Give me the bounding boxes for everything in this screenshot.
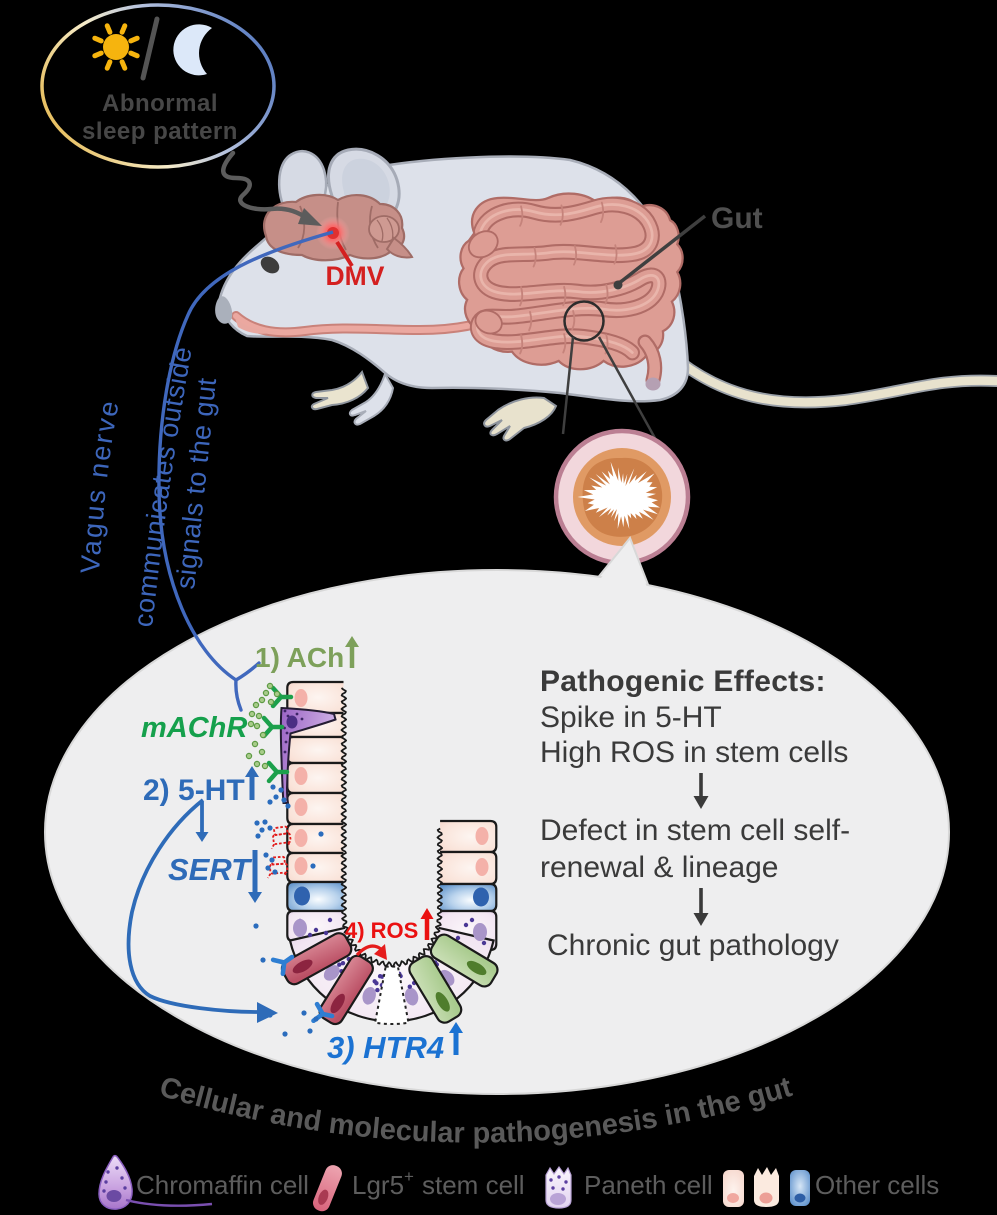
svg-text:High ROS in stem cells: High ROS in stem cells [540,736,848,769]
svg-text:+: + [404,1167,414,1186]
svg-text:DMV: DMV [326,261,385,291]
svg-text:Pathogenic Effects:: Pathogenic Effects: [540,665,826,698]
svg-text:Spike in 5-HT: Spike in 5-HT [540,701,722,734]
svg-text:Chromaffin cell: Chromaffin cell [136,1170,309,1200]
svg-text:3) HTR4: 3) HTR4 [327,1030,444,1065]
svg-text:mAChR: mAChR [141,712,247,744]
svg-text:Other cells: Other cells [815,1170,939,1200]
svg-text:Defect in stem cell self-: Defect in stem cell self- [540,814,850,847]
svg-text:renewal & lineage: renewal & lineage [540,851,779,884]
svg-text:Chronic gut pathology: Chronic gut pathology [547,929,839,962]
svg-text:Abnormal: Abnormal [102,90,218,117]
svg-text:stem cell: stem cell [422,1170,525,1200]
svg-text:sleep pattern: sleep pattern [82,118,238,145]
svg-text:2) 5-HT: 2) 5-HT [143,774,245,807]
svg-text:SERT: SERT [168,852,253,887]
svg-text:1) ACh: 1) ACh [255,642,344,673]
svg-text:Paneth cell: Paneth cell [584,1170,713,1200]
svg-text:Gut: Gut [711,202,763,235]
svg-text:Lgr5: Lgr5 [352,1170,404,1200]
svg-text:4) ROS: 4) ROS [345,918,418,943]
